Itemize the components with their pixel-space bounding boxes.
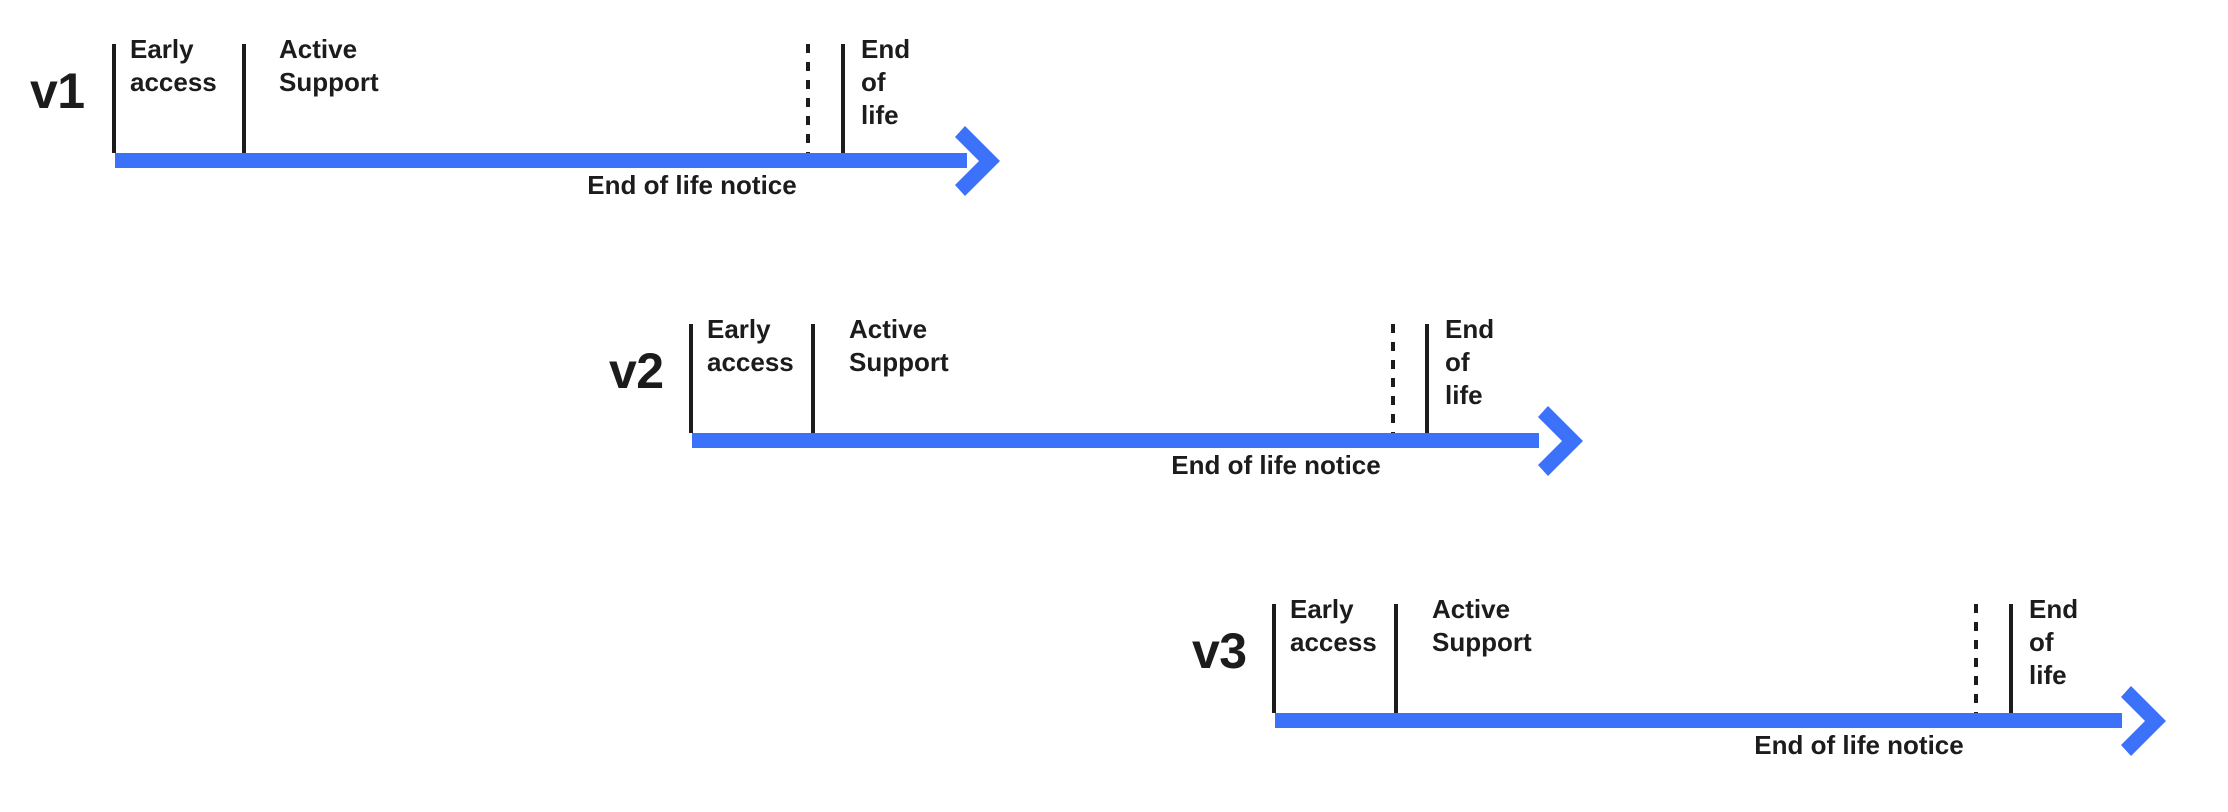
phase-divider-active-support-tick [811, 324, 815, 433]
timeline-bar [1275, 713, 2122, 728]
phase-label-end-of-life: End of life [1445, 314, 1495, 411]
phase-label-early-access: Early access [707, 314, 794, 378]
phase-label-active-support: Active Support [849, 314, 949, 378]
end-of-life-notice-label: End of life notice [1171, 450, 1381, 480]
version-label: v1 [30, 63, 85, 119]
phase-label-active-support: Active Support [279, 34, 379, 98]
phase-divider-active-support-tick [242, 44, 246, 153]
timeline-bar [692, 433, 1539, 448]
phase-label-early-access: Early access [1290, 594, 1377, 658]
version-label: v2 [609, 343, 664, 399]
timeline-arrow-head-icon [955, 126, 1000, 196]
end-of-life-notice-dashed-tick [1391, 324, 1395, 433]
phase-divider-start-tick [1272, 604, 1276, 713]
phase-label-early-access: Early access [130, 34, 217, 98]
phase-label-active-support: Active Support [1432, 594, 1532, 658]
phase-label-end-of-life: End of life [861, 34, 911, 131]
phase-divider-start-tick [689, 324, 693, 433]
timeline-arrow-head-icon [2121, 686, 2166, 756]
phase-divider-end-of-life-tick [2009, 604, 2013, 713]
timeline-bar [115, 153, 967, 168]
version-label: v3 [1192, 623, 1247, 679]
end-of-life-notice-dashed-tick [806, 44, 810, 153]
phase-label-end-of-life: End of life [2029, 594, 2079, 691]
end-of-life-notice-dashed-tick [1974, 604, 1978, 713]
phase-divider-start-tick [112, 44, 116, 153]
end-of-life-notice-label: End of life notice [587, 170, 797, 200]
timeline-arrow-head-icon [1538, 406, 1583, 476]
phase-divider-end-of-life-tick [1425, 324, 1429, 433]
phase-divider-end-of-life-tick [841, 44, 845, 153]
phase-divider-active-support-tick [1394, 604, 1398, 713]
end-of-life-notice-label: End of life notice [1754, 730, 1964, 760]
